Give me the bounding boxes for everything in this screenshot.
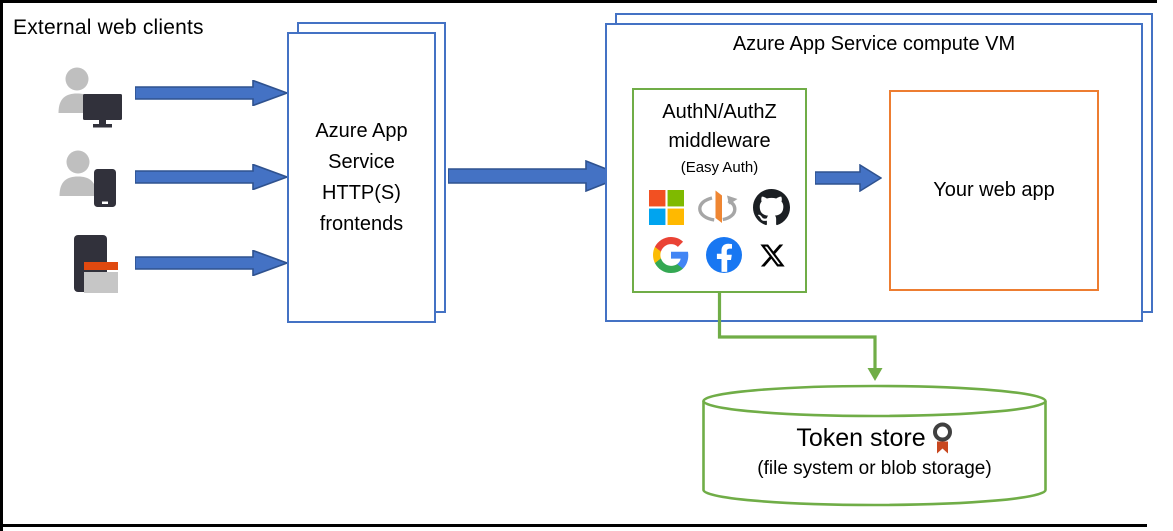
- frame-border-left: [0, 0, 3, 531]
- token-store-label: Token store: [796, 424, 926, 452]
- frontends-box: Azure App Service HTTP(S) frontends: [287, 32, 436, 323]
- token-store-connector: [712, 291, 888, 386]
- token-store-cylinder: [701, 384, 1048, 508]
- x-twitter-icon: [759, 242, 786, 269]
- google-icon: [653, 237, 689, 273]
- arrow-client3-to-frontends: [135, 250, 288, 276]
- github-icon: [753, 188, 790, 226]
- user-desktop-icon: [57, 66, 123, 128]
- arrow-client1-to-frontends: [135, 80, 288, 106]
- provider-icons-row1: [634, 188, 805, 226]
- frame-border-top: [0, 0, 1157, 3]
- web-app-box: Your web app: [889, 90, 1099, 291]
- openid-connect-icon: [698, 188, 739, 226]
- provider-icons-row2: [634, 237, 805, 273]
- web-app-label: Your web app: [933, 179, 1055, 201]
- authn-subtitle: (Easy Auth): [680, 159, 759, 176]
- token-store-subtitle: (file system or blob storage): [757, 458, 992, 479]
- arrow-frontends-to-vm: [448, 160, 625, 192]
- external-clients-label: External web clients: [13, 16, 204, 39]
- facebook-icon: [706, 237, 742, 273]
- compute-vm-label: Azure App Service compute VM: [732, 33, 1016, 55]
- certificate-icon: [932, 422, 953, 455]
- authn-title: AuthN/AuthZ middleware: [662, 101, 777, 152]
- frontends-label: Azure App Service HTTP(S) frontends: [315, 119, 408, 235]
- authn-middleware-box: AuthN/AuthZ middleware (Easy Auth): [632, 88, 807, 293]
- arrow-client2-to-frontends: [135, 164, 288, 190]
- arrow-middleware-to-webapp: [815, 164, 882, 192]
- device-browser-icon: [64, 234, 120, 294]
- user-phone-icon: [57, 150, 119, 208]
- frame-border-bottom: [0, 524, 1147, 527]
- token-store-title-row: Token store: [701, 422, 1048, 455]
- microsoft-icon: [649, 189, 684, 225]
